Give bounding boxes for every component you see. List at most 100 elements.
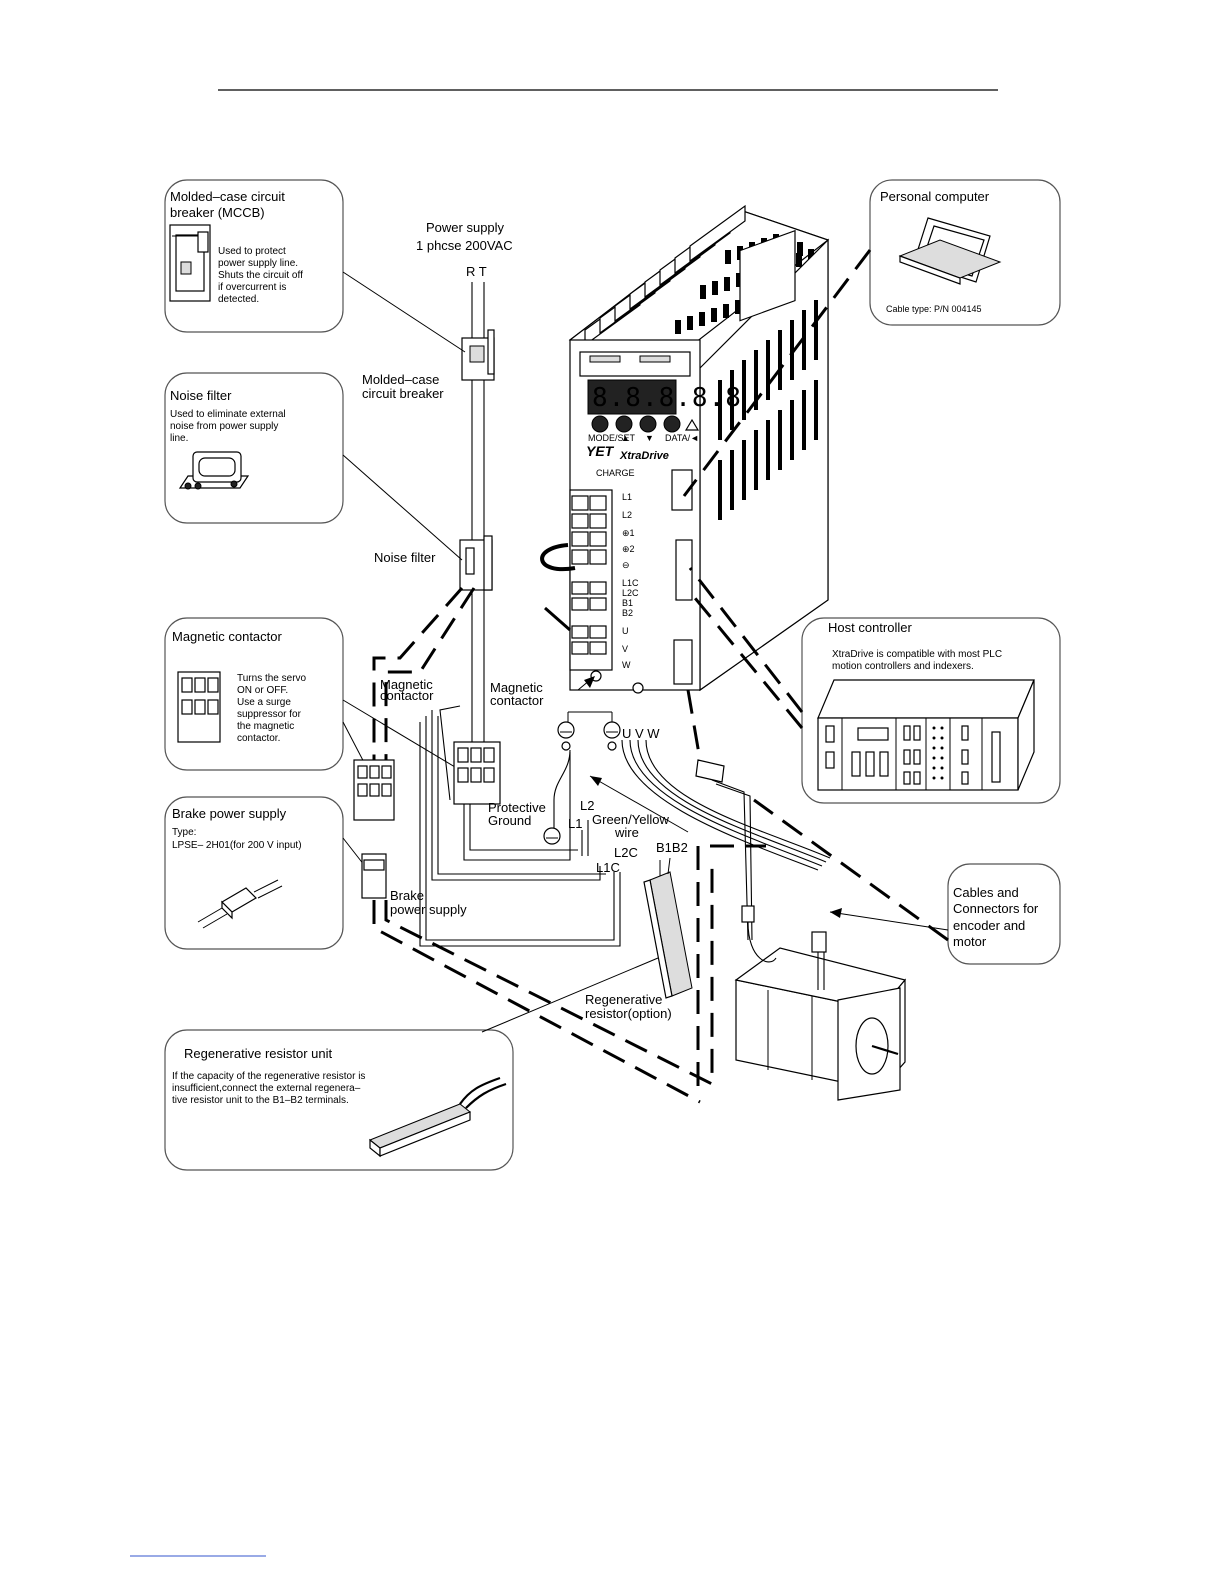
- mccb-inline-label-0: Molded–case: [362, 372, 439, 387]
- cables-line-0: Cables and: [953, 885, 1019, 900]
- cables-line-2: encoder and: [953, 918, 1025, 933]
- inline-noise-filter: [459, 535, 493, 591]
- callout-host-controller: Host controller XtraDrive is compatible …: [801, 617, 1061, 804]
- host-controller-desc-0: XtraDrive is compatible with most PLC: [832, 649, 1002, 660]
- terminal-l2c: L2C: [622, 588, 639, 598]
- callout-magnetic-contactor: Magnetic contactor Turns the servo ON or…: [164, 617, 344, 771]
- drive-button-up-label: ▲: [621, 433, 630, 443]
- drive-button-mode-label: MODE/SET: [588, 433, 636, 443]
- terminal-l2: L2: [622, 510, 632, 520]
- regen-resistor-desc-2: tive resistor unit to the B1–B2 terminal…: [172, 1095, 349, 1106]
- drive-button-down[interactable]: [639, 415, 657, 433]
- plc-icon: [817, 679, 1035, 791]
- ground-symbols: [543, 711, 621, 845]
- host-controller-desc-1: motion controllers and indexers.: [832, 661, 974, 672]
- warning-icon: [684, 418, 700, 431]
- personal-computer-title: Personal computer: [880, 189, 990, 204]
- magnetic-contactor-desc-1: ON or OFF.: [237, 685, 288, 696]
- green-yellow-0: Green/Yellow: [592, 812, 669, 827]
- mag-contactor-left-1: contactor: [380, 688, 434, 703]
- noise-filter-desc-1: noise from power supply: [170, 421, 278, 432]
- l2c-label: L2C: [614, 845, 638, 860]
- protective-ground-0: Protective: [488, 800, 546, 815]
- mag-contactor-right-0: Magnetic: [490, 680, 543, 695]
- mccb-desc-1: power supply line.: [218, 258, 298, 269]
- mccb-desc-4: detected.: [218, 294, 259, 305]
- drive-brand: XtraDrive: [619, 450, 669, 462]
- drive-vents-side: [718, 300, 818, 520]
- callout-mccb: Molded–case circuit breaker (MCCB) Used …: [164, 179, 344, 333]
- callout-regen-resistor-unit: Regenerative resistor unit If the capaci…: [164, 1029, 514, 1171]
- drive-button-data[interactable]: [663, 415, 681, 433]
- mccb-desc-3: if overcurrent is: [218, 282, 286, 293]
- noise-filter-inline-label: Noise filter: [374, 550, 436, 565]
- mag-contactor-left-0: Magnetic: [380, 677, 433, 692]
- regen-resistor-label-0: Regenerative: [585, 992, 662, 1007]
- l2-label: L2: [580, 798, 594, 813]
- drive-button-data-label: DATA/◄: [665, 433, 699, 443]
- protective-ground-1: Ground: [488, 813, 531, 828]
- main-supply-wires: [471, 282, 485, 742]
- magnetic-contactor-desc-4: the magnetic: [237, 721, 294, 732]
- jumper-wire: [540, 543, 576, 572]
- personal-computer-cable: Cable type: P/N 004145: [886, 304, 982, 314]
- callout-noise-filter: Noise filter Used to eliminate external …: [164, 372, 344, 524]
- mccb-inline-label-1: circuit breaker: [362, 386, 444, 401]
- callout-cables-connectors: Cables and Connectors for encoder and mo…: [947, 863, 1061, 965]
- magnetic-contactor-desc-5: contactor.: [237, 733, 280, 744]
- cn1-connector: [675, 539, 693, 601]
- brake-power-supply-desc-0: Type:: [172, 827, 196, 838]
- magnetic-contactor-desc-0: Turns the servo: [237, 673, 307, 684]
- callout-brake-power-supply: Brake power supply Type: LPSE– 2H01(for …: [164, 796, 344, 950]
- arrows: [577, 676, 949, 931]
- inline-mccb: [461, 329, 495, 381]
- noise-filter-title: Noise filter: [170, 388, 232, 403]
- drive-display: 8.8.8.8.8: [592, 383, 742, 413]
- drive-button-up[interactable]: [615, 415, 633, 433]
- noise-filter-icon: [178, 451, 250, 490]
- power-spec-label: 1 phcse 200VAC: [416, 238, 513, 253]
- terminal-l1c: L1C: [622, 578, 639, 588]
- drive-heatsink-fins: [584, 204, 746, 347]
- magnetic-contactor-title: Magnetic contactor: [172, 629, 283, 644]
- terminal-u: U: [622, 626, 629, 636]
- cn3-connector: [671, 469, 693, 511]
- regen-resistor-title: Regenerative resistor unit: [184, 1046, 333, 1061]
- terminal-b2: B2: [622, 608, 633, 618]
- terminal-w: W: [622, 660, 631, 670]
- green-yellow-1: wire: [614, 825, 639, 840]
- inline-brake-supply: [361, 853, 387, 899]
- regen-resistor-desc-0: If the capacity of the regenerative resi…: [172, 1071, 365, 1082]
- callout-personal-computer: Personal computer Cable type: P/N 004145: [869, 179, 1061, 326]
- power-wiring: [419, 705, 831, 947]
- cables-line-3: motor: [953, 934, 987, 949]
- l1-label: L1: [568, 816, 582, 831]
- regen-resistor-unit-icon: [369, 1076, 507, 1158]
- mccb-title-2: breaker (MCCB): [170, 205, 265, 220]
- drive-logo: YET: [586, 443, 615, 459]
- host-controller-title: Host controller: [828, 620, 912, 635]
- mccb-desc-0: Used to protect: [218, 246, 286, 257]
- rt-label: R T: [466, 264, 487, 279]
- mccb-icon: [169, 224, 211, 302]
- regen-resistor-label-1: resistor(option): [585, 1006, 672, 1021]
- noise-filter-desc-2: line.: [170, 433, 188, 444]
- drive-button-down-label: ▼: [645, 433, 654, 443]
- drive-charge: CHARGE: [596, 468, 635, 478]
- magnetic-contactor-desc-2: Use a surge: [237, 697, 291, 708]
- inline-contactor-main: [453, 741, 501, 805]
- terminal-b1: B1: [622, 598, 633, 608]
- servo-drive: 8.8.8.8.8 MODE/SET ▲ ▼ DATA/◄ YET XtraDr…: [540, 204, 830, 694]
- cables-line-1: Connectors for: [953, 901, 1039, 916]
- terminal-p2: ⊕2: [622, 544, 635, 554]
- terminal-p1: ⊕1: [622, 528, 635, 538]
- drive-button-mode[interactable]: [591, 415, 609, 433]
- servo-motor: [734, 905, 907, 1101]
- inline-regen-resistor: [643, 857, 693, 999]
- inline-contactor-brake: [353, 759, 395, 821]
- noise-filter-desc-0: Used to eliminate external: [170, 409, 286, 420]
- magnetic-contactor-icon: [177, 671, 221, 743]
- l1c-label: L1C: [596, 860, 620, 875]
- encoder-plug: [695, 759, 725, 783]
